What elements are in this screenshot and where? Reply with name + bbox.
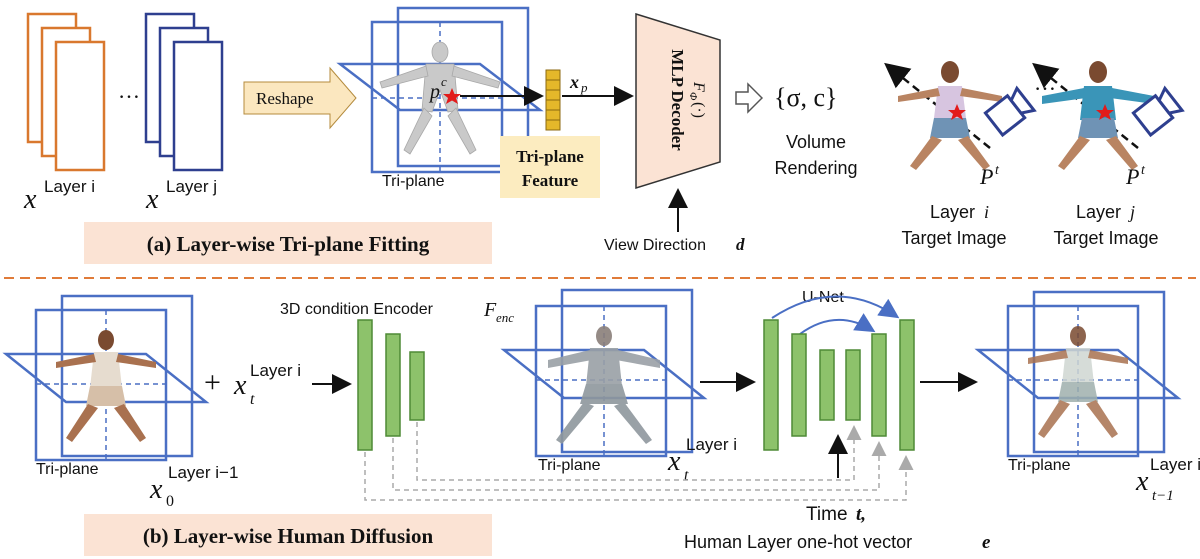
x-layer-j-sup: Layer j [166, 177, 217, 196]
xt-mid-symbol: x [667, 446, 681, 477]
target-j-line2: Target Image [1053, 228, 1158, 248]
unet-blocks [763, 319, 915, 451]
xt-mid-sub: t [684, 467, 689, 484]
layer-i-stack [26, 12, 106, 172]
sigma-c-label: {σ, c} [774, 83, 838, 112]
mlp-line2: F [690, 81, 707, 92]
xt-mid-sup: Layer i [686, 435, 737, 454]
xt-sup: Layer i [250, 361, 301, 380]
onehot-symbol: e [982, 532, 991, 553]
point-pc: p [428, 81, 440, 103]
target-image-j [1032, 61, 1185, 170]
triplane-mid-label: Tri-plane [538, 457, 601, 474]
star-icon [948, 104, 966, 120]
condition-dashed-lines [364, 422, 914, 501]
unet-skip-outer [771, 295, 900, 319]
x-layer-j-symbol: x [145, 184, 159, 215]
encoder-label: 3D condition Encoder [280, 301, 434, 318]
camera-icon [983, 85, 1037, 138]
section-b-title-box [84, 514, 492, 556]
human-figure-left [56, 330, 156, 442]
xt-sub: t [250, 391, 255, 408]
time-symbol: t, [856, 504, 866, 525]
view-direction-label: View Direction [604, 237, 706, 254]
x-layer-i-symbol: x [23, 184, 37, 215]
mlp-line2-rest: (·) [690, 102, 707, 118]
section-a-title: (a) Layer-wise Tri-plane Fitting [147, 232, 430, 256]
unet-skip-inner [799, 313, 876, 335]
triplane-left [2, 294, 210, 462]
pt-sup-j: t [1141, 163, 1146, 178]
pt-sup-i: t [995, 163, 1000, 178]
target-j-var: j [1128, 202, 1135, 222]
x0-sub: 0 [166, 493, 174, 510]
output-hollow-arrow [735, 82, 764, 114]
section-a-title-box [84, 222, 492, 264]
x-layer-i-sup: Layer i [44, 177, 95, 196]
xt1-symbol: x [1135, 466, 1149, 497]
triplane-right-label: Tri-plane [1008, 457, 1071, 474]
encoder-blocks [357, 319, 425, 451]
xt1-sub: t−1 [1152, 488, 1174, 504]
target-image-i [884, 61, 1037, 170]
reshape-label: Reshape [256, 89, 314, 108]
pt-label-i: P [979, 164, 993, 189]
volume-line2: Rendering [774, 158, 857, 178]
x0-symbol: x [149, 474, 163, 505]
target-i-line2: Target Image [901, 228, 1006, 248]
view-direction-symbol: d [736, 235, 745, 254]
triplane-right [974, 290, 1182, 458]
triplane-left-label: Tri-plane [36, 461, 99, 478]
star-icon [443, 88, 461, 104]
mlp-decoder-block [635, 12, 721, 190]
xt-symbol: x [233, 370, 247, 401]
point-pc-sup: c [441, 74, 447, 89]
ellipsis-a: … [118, 78, 140, 103]
pt-label-j: P [1125, 164, 1139, 189]
triplane-feature-column [545, 69, 561, 131]
xp-sub: p [580, 80, 588, 95]
reshape-arrow [243, 66, 357, 130]
triplane-mid [500, 288, 708, 458]
time-label: Time [806, 504, 848, 525]
camera-icon [1131, 85, 1185, 138]
target-i-var: i [984, 202, 989, 222]
plus-sign: + [204, 366, 221, 399]
xt1-sup: Layer i [1150, 455, 1200, 474]
xp-symbol: x [569, 72, 579, 92]
human-figure-j [1042, 61, 1154, 170]
triplane-feature-box [500, 136, 600, 198]
mlp-line2-sub: Φ [687, 92, 699, 101]
encoder-sub: enc [496, 310, 514, 325]
volume-line1: Volume [786, 132, 846, 152]
target-i-line1: Layer [930, 202, 975, 222]
encoder-symbol: F [483, 299, 497, 321]
triplane-feature-line2: Feature [522, 171, 579, 190]
human-figure-right [1028, 326, 1128, 438]
target-j-line1: Layer [1076, 202, 1121, 222]
section-b-title: (b) Layer-wise Human Diffusion [143, 524, 434, 548]
layer-j-stack [144, 12, 224, 172]
triplane-top-label: Tri-plane [382, 173, 445, 190]
mlp-line1: MLP Decoder [668, 49, 687, 151]
triplane-feature-line1: Tri-plane [516, 147, 584, 166]
star-icon [1096, 104, 1114, 120]
x0-sup: Layer i−1 [168, 463, 238, 482]
human-figure-noisy [548, 326, 660, 444]
onehot-label: Human Layer one-hot vector [684, 532, 912, 552]
